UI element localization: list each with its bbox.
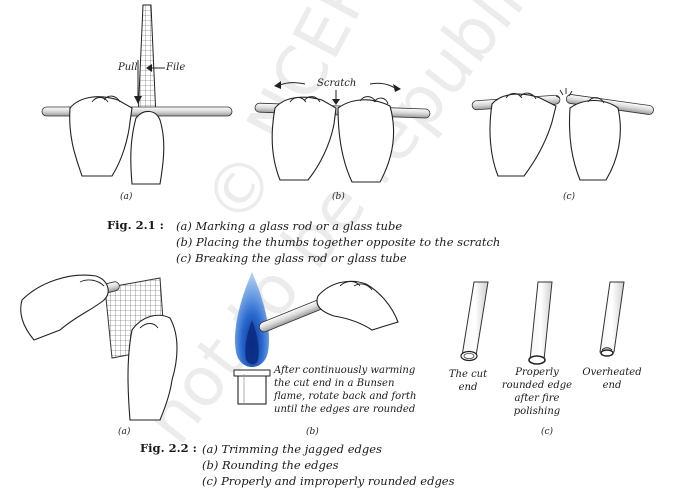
- label-over-line2: end: [602, 380, 622, 391]
- tube-overheated-end: [599, 281, 625, 353]
- tube-cut-end: [461, 281, 489, 357]
- label-cut-end-line1: The cut: [448, 369, 488, 380]
- file: [137, 4, 157, 119]
- label-over-line1: Overheated: [582, 367, 642, 378]
- fig22-caption-c: (c) Properly and improperly rounded edge…: [202, 474, 455, 488]
- right-hand-c: [568, 99, 621, 181]
- fig21-panel-c: (c): [563, 192, 576, 202]
- label-file: File: [166, 62, 186, 73]
- fig22-panel-c: (c): [541, 427, 554, 437]
- fig22-panel-b: (b): [306, 427, 319, 437]
- left-hand-b: [271, 96, 337, 181]
- fig21a-drawing: [41, 4, 233, 185]
- label-proper-line3: after fire: [514, 393, 560, 404]
- fig22-caption-a: (a) Trimming the jagged edges: [202, 442, 382, 456]
- right-hand-a: [130, 110, 165, 185]
- fig21-caption-a: (a) Marking a glass rod or a glass tube: [176, 219, 403, 233]
- fig22b-note-line4: until the edges are rounded: [274, 404, 416, 415]
- fig22c-drawing: [460, 281, 625, 365]
- label-cut-end: The cut end: [438, 368, 498, 394]
- bunsen-flame: [234, 272, 270, 367]
- bunsen-inner-cone: [245, 320, 259, 365]
- fig21-caption-title: Fig. 2.1 :: [107, 218, 164, 232]
- label-proper-line4: polishing: [513, 406, 561, 417]
- bunsen-burner: [237, 373, 267, 405]
- fig22a-drawing: [20, 274, 178, 421]
- fig22b-note-line1: After continuously warming: [274, 365, 416, 376]
- left-hand-2a: [20, 274, 109, 341]
- left-hand-c: [489, 93, 557, 177]
- right-hand-b: [337, 99, 395, 183]
- label-scratch: Scratch: [317, 78, 357, 89]
- fig22b-drawing: [233, 272, 399, 405]
- left-hand-a: [69, 96, 133, 177]
- fig21-panel-b: (b): [332, 192, 345, 202]
- fig22b-note-line2: the cut end in a Bunsen: [274, 378, 395, 389]
- label-proper-line2: rounded edge: [501, 380, 573, 391]
- label-cut-end-line2: end: [458, 382, 478, 393]
- label-properly-rounded: Properly rounded edge after fire polishi…: [494, 366, 580, 418]
- fig21-caption-b: (b) Placing the thumbs together opposite…: [176, 235, 501, 249]
- fig22-caption-title: Fig. 2.2 :: [140, 441, 197, 455]
- fig21b-drawing: [254, 81, 431, 183]
- fig22-panel-a: (a): [118, 427, 131, 437]
- tube-rounded-edge: [529, 281, 553, 361]
- fig21c-drawing: [471, 88, 654, 181]
- label-pull: Pull: [118, 62, 138, 73]
- fig21-caption-c: (c) Breaking the glass rod or glass tube: [176, 251, 407, 265]
- fig22b-note: After continuously warming the cut end i…: [274, 364, 416, 416]
- fig22-caption-b: (b) Rounding the edges: [202, 458, 339, 472]
- right-hand-2a: [127, 314, 178, 421]
- hand-2b: [316, 280, 399, 331]
- fig22b-note-line3: flame, rotate back and forth: [274, 391, 417, 402]
- label-proper-line1: Properly: [515, 367, 559, 378]
- label-overheated: Overheated end: [574, 366, 650, 392]
- fig21-panel-a: (a): [120, 192, 133, 202]
